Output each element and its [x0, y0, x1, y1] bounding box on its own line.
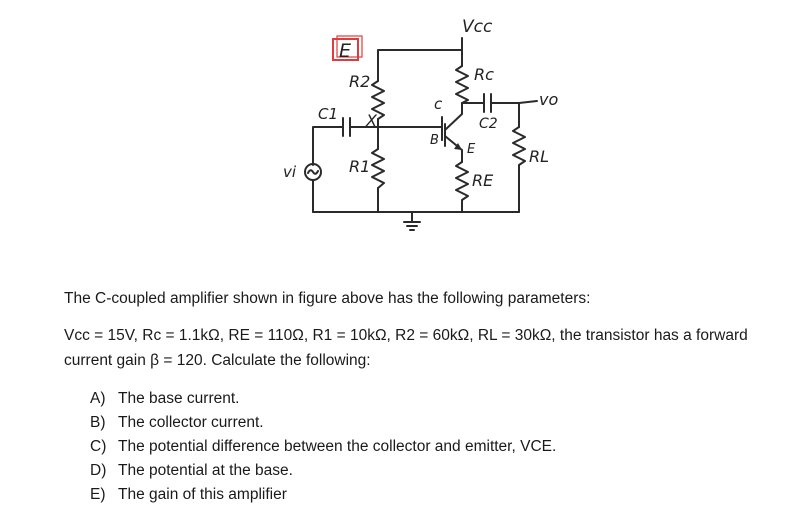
parameters-line-2: current gain β = 120. Calculate the foll…	[64, 352, 371, 369]
base-label: B	[430, 133, 439, 148]
marker-label: E	[339, 40, 351, 62]
node-x-label: X	[365, 111, 378, 130]
output-lead	[518, 100, 538, 104]
r1-resistor	[371, 148, 385, 189]
rl-resistor	[512, 126, 526, 213]
vcc-label: Vcc	[462, 17, 493, 37]
source-wave	[307, 169, 319, 175]
re-label: RE	[472, 171, 494, 190]
vi-label: vi	[283, 163, 297, 181]
transistor-base-bar	[441, 116, 446, 147]
question-list: A) The base current. B) The collector curr…	[64, 387, 774, 507]
circuit-diagram: E Vcc R2 R1 X C1 vi B c E Rc RE C2 vo	[283, 17, 558, 231]
vo-label: vo	[539, 90, 558, 109]
rc-resistor	[455, 65, 469, 104]
rc-label: Rc	[474, 65, 494, 84]
question-item-e: E) The gain of this amplifier	[90, 483, 774, 507]
c2-label: C2	[479, 116, 498, 132]
question-letter: B)	[90, 414, 106, 431]
marker-box: E	[332, 35, 363, 62]
re-resistor	[455, 161, 469, 213]
question-text: The base current.	[118, 390, 240, 407]
question-text: The potential difference between the col…	[118, 438, 557, 455]
question-item-a: A) The base current.	[90, 387, 774, 411]
r2-resistor	[371, 80, 385, 120]
question-text: The gain of this amplifier	[118, 486, 287, 503]
question-letter: C)	[90, 438, 107, 455]
question-text: The potential at the base.	[118, 462, 293, 479]
question-letter: A)	[90, 390, 106, 407]
r2-label: R2	[349, 72, 370, 91]
question-text: The collector current.	[118, 414, 264, 431]
parameters-line-1: Vcc = 15V, Rc = 1.1kΩ, RE = 110Ω, R1 = 1…	[64, 327, 748, 344]
problem-intro: The C-coupled amplifier shown in figure …	[64, 290, 591, 307]
question-item-d: D) The potential at the base.	[90, 459, 774, 483]
question-letter: E)	[90, 486, 106, 503]
emitter-label: E	[467, 142, 476, 157]
ground-symbol	[403, 211, 421, 231]
r1-label: R1	[349, 157, 370, 176]
c1-label: C1	[318, 105, 338, 123]
rl-label: RL	[529, 147, 549, 166]
problem-statement: The C-coupled amplifier shown in figure …	[64, 286, 774, 507]
top-rail	[377, 49, 463, 82]
question-letter: D)	[90, 462, 107, 479]
transistor-collector	[444, 102, 463, 131]
collector-label: c	[434, 95, 443, 113]
input-wire	[312, 126, 344, 166]
emitter-arrow	[454, 143, 462, 150]
problem-parameters: Vcc = 15V, Rc = 1.1kΩ, RE = 110Ω, R1 = 1…	[64, 323, 774, 373]
question-item-c: C) The potential difference between the c…	[90, 435, 774, 459]
question-item-b: B) The collector current.	[90, 411, 774, 435]
